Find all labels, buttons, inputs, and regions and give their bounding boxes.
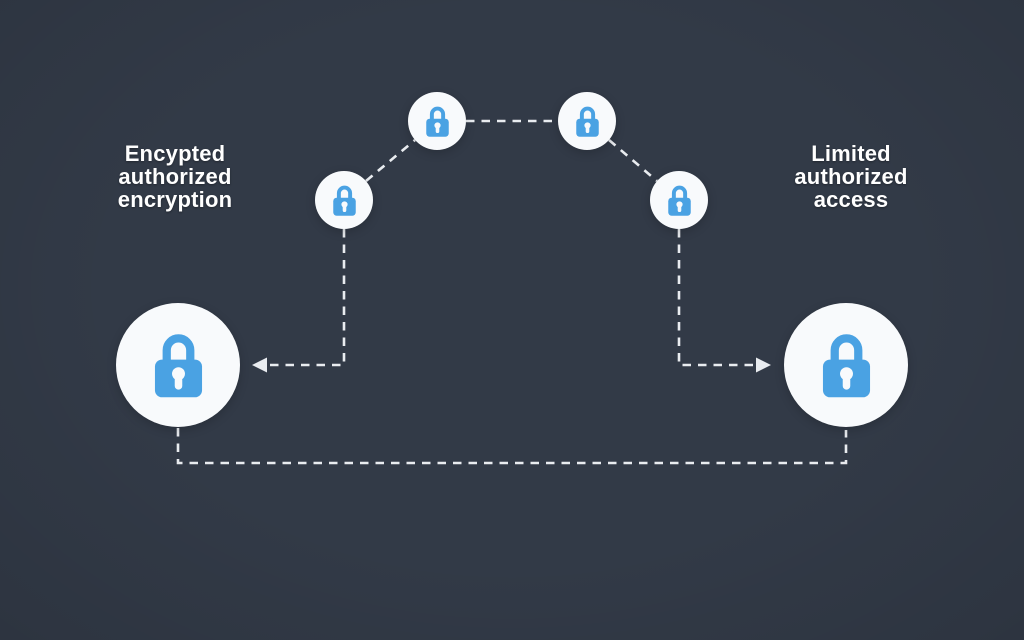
padlock-icon <box>332 185 356 216</box>
connector-relay-left-to-main-left <box>268 229 346 367</box>
right-caption-line-1: Limited <box>811 141 891 166</box>
connector-peak-right-to-relay-right <box>608 139 658 182</box>
connector-main-left-to-main-right <box>176 428 848 465</box>
left-caption: Encypted authorized encryption <box>65 142 285 211</box>
right-caption: Limited authorized access <box>741 142 961 211</box>
padlock-icon <box>822 333 870 397</box>
lock-node-relay-right <box>650 171 708 229</box>
padlock-icon <box>575 106 599 137</box>
padlock-icon <box>154 333 202 397</box>
padlock-icon <box>425 106 449 137</box>
lock-node-relay-left <box>315 171 373 229</box>
arrowhead-left-icon <box>252 357 267 373</box>
lock-node-main-left <box>116 303 240 427</box>
left-caption-line-3: encryption <box>117 187 233 212</box>
left-caption-line-2: authorized <box>118 164 232 189</box>
connector-relay-left-to-peak-left <box>365 139 416 182</box>
right-caption-line-3: access <box>813 187 889 212</box>
lock-node-peak-right <box>558 92 616 150</box>
right-caption-line-2: authorized <box>794 164 908 189</box>
padlock-icon <box>667 185 691 216</box>
arrowhead-right-icon <box>756 357 771 373</box>
lock-node-peak-left <box>408 92 466 150</box>
left-caption-line-1: Encypted <box>124 141 226 166</box>
connector-relay-right-to-main-right <box>677 229 756 367</box>
lock-node-main-right <box>784 303 908 427</box>
